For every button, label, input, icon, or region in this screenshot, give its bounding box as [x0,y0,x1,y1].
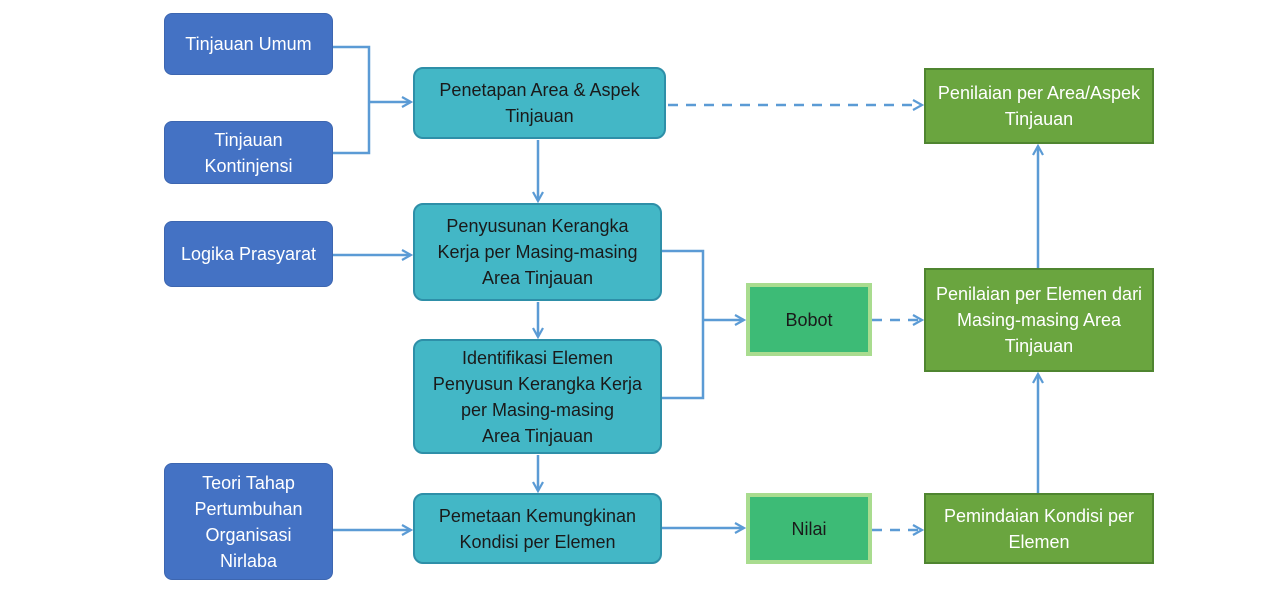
box-bobot: Bobot [746,283,872,356]
connector-identifikasi-to-bobot [662,320,705,400]
box-tinjauan-umum: Tinjauan Umum [164,13,333,75]
box-logika-prasyarat: Logika Prasyarat [164,221,333,287]
box-teori-tahap: Teori Tahap Pertumbuhan Organisasi Nirla… [164,463,333,580]
connector-tinjauan-kontinjensi [333,102,371,155]
box-nilai: Nilai [746,493,872,564]
box-identifikasi-elemen: Identifikasi Elemen Penyusun Kerangka Ke… [413,339,662,454]
box-pemetaan-kondisi: Pemetaan Kemungkinan Kondisi per Elemen [413,493,662,564]
box-pemindaian-kondisi: Pemindaian Kondisi per Elemen [924,493,1154,564]
box-penilaian-area: Penilaian per Area/Aspek Tinjauan [924,68,1154,144]
box-penetapan-area: Penetapan Area & Aspek Tinjauan [413,67,666,139]
box-penyusunan-kerangka: Penyusunan Kerangka Kerja per Masing-mas… [413,203,662,301]
connector-tinjauan-umum [333,45,371,102]
connector-penyusunan-to-bobot [662,249,705,320]
box-tinjauan-kontinjensi: Tinjauan Kontinjensi [164,121,333,184]
box-penilaian-elemen: Penilaian per Elemen dari Masing-masing … [924,268,1154,372]
